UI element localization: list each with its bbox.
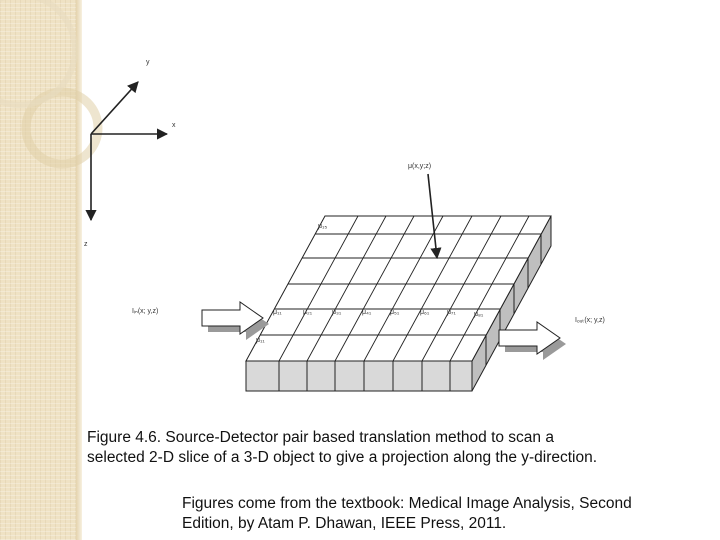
- mu-front-label: μ₁₁: [256, 337, 265, 344]
- mu-pointer-arrow: [427, 173, 442, 260]
- y-axis-arrow: [90, 81, 139, 135]
- mu-xyz-label: μ(x,y;z): [408, 163, 431, 170]
- mu-label: μ₂₁: [303, 309, 313, 316]
- mu-label: μ₄₁: [362, 309, 372, 316]
- caption-line: Figure 4.6. Source-Detector pair based t…: [87, 429, 554, 446]
- source-credit: Figures come from the textbook: Medical …: [182, 494, 717, 534]
- mu-top-label: μ₁₅: [318, 223, 327, 230]
- mu-label: μ₃₁: [332, 309, 342, 316]
- output-arrow: [498, 321, 566, 360]
- mu-label: μ₆₁: [420, 309, 430, 316]
- mu-label: μ₅₁: [390, 309, 400, 316]
- credit-line: Figures come from the textbook: Medical …: [182, 495, 632, 512]
- block-top-face: [245, 215, 552, 362]
- i-in-label: Iᵢₙ(x; y,z): [132, 308, 158, 315]
- block-front-face: [245, 360, 473, 392]
- mu-label: μ₇₁: [447, 309, 456, 316]
- decorative-rings: [0, 0, 103, 169]
- sidebar-edge: [76, 0, 82, 540]
- z-axis-label: z: [84, 241, 88, 248]
- input-arrow: [201, 301, 269, 340]
- mu-row-labels: μ₁₁ μ₂₁ μ₃₁ μ₄₁ μ₅₁ μ₆₁ μ₇₁ μ₈₁: [273, 309, 484, 318]
- i-out-label: Iₒᵤₜ(x; y,z): [575, 317, 605, 324]
- mu-label: μ₁₁: [273, 309, 282, 316]
- caption-line: selected 2-D slice of a 3-D object to gi…: [87, 449, 598, 466]
- coordinate-axes: y x z: [84, 59, 176, 248]
- figure-caption: Figure 4.6. Source-Detector pair based t…: [87, 428, 707, 468]
- slice-block: [245, 215, 552, 392]
- mu-label: μ₈₁: [474, 311, 484, 318]
- y-axis-label: y: [146, 59, 150, 66]
- x-axis-label: x: [172, 122, 176, 129]
- credit-line: Edition, by Atam P. Dhawan, IEEE Press, …: [182, 515, 507, 532]
